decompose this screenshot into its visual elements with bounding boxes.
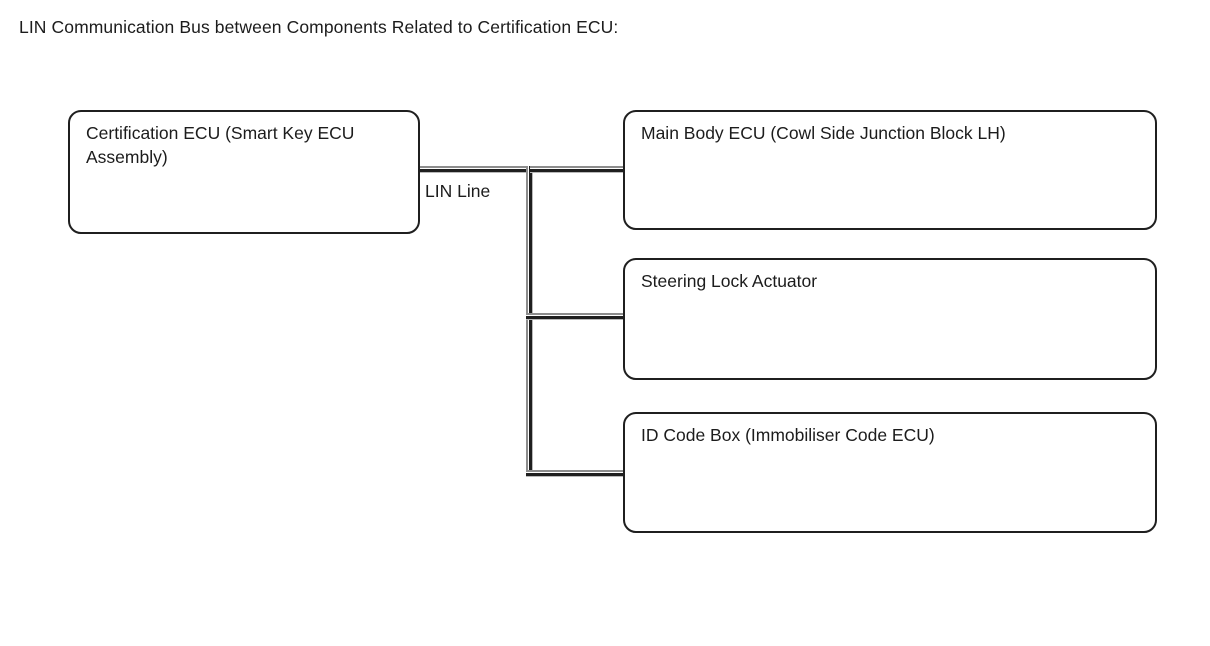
page-title: LIN Communication Bus between Components… (19, 17, 619, 37)
bus-label-lin-line: LIN Line (424, 179, 492, 203)
node-certification-ecu: Certification ECU (Smart Key ECU Assembl… (68, 110, 420, 234)
node-main-body-ecu-label: Main Body ECU (Cowl Side Junction Block … (641, 123, 1006, 143)
node-steering-lock-actuator-label: Steering Lock Actuator (641, 271, 818, 291)
node-certification-ecu-label: Certification ECU (Smart Key ECU Assembl… (86, 123, 355, 167)
node-main-body-ecu: Main Body ECU (Cowl Side Junction Block … (623, 110, 1157, 230)
bus-segment-to-id-code-box (526, 470, 625, 477)
bus-segment-to-main-body-ecu (530, 166, 625, 173)
bus-segment-trunk (418, 166, 536, 173)
bus-segment-spine (526, 166, 533, 477)
bus-segment-to-steering-lock-actuator (526, 313, 625, 320)
node-id-code-box: ID Code Box (Immobiliser Code ECU) (623, 412, 1157, 533)
node-id-code-box-label: ID Code Box (Immobiliser Code ECU) (641, 425, 935, 445)
node-steering-lock-actuator: Steering Lock Actuator (623, 258, 1157, 380)
